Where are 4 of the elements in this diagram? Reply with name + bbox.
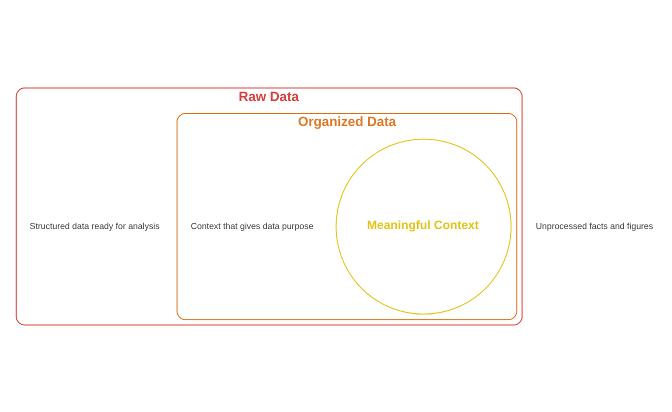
node-label: Structured data ready for analysis (30, 220, 160, 230)
node-label: Unprocessed facts and figures (536, 220, 654, 230)
node-circle: Meaningful Context (336, 138, 512, 314)
node-label: Context that gives data purpose (190, 220, 314, 230)
